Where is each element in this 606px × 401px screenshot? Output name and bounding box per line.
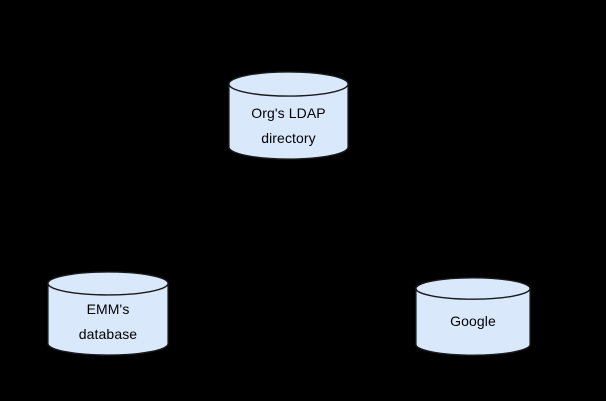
cylinder-shape xyxy=(228,71,349,160)
node-google[interactable]: Google xyxy=(415,277,531,356)
node-ldap-directory[interactable]: Org's LDAP directory xyxy=(228,71,349,160)
cylinder-shape xyxy=(415,277,531,356)
cylinder-shape xyxy=(47,271,169,356)
node-emm-database[interactable]: EMM's database xyxy=(47,271,169,356)
